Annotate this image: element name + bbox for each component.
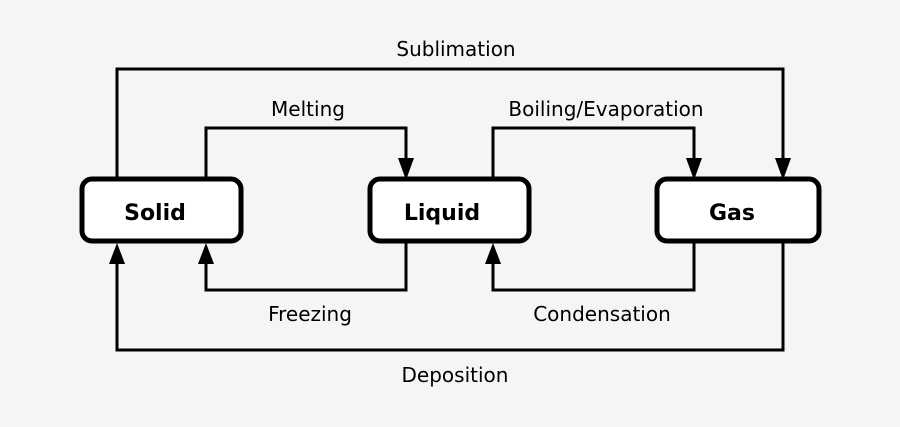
boiling-label: Boiling/Evaporation: [508, 97, 703, 121]
condensation-arrow: [485, 243, 696, 292]
solid-state: Solid: [79, 176, 244, 244]
solid-label: Solid: [124, 201, 186, 226]
deposition-arrow: [109, 243, 785, 352]
gas-state: Gas: [654, 176, 822, 244]
condensation-label: Condensation: [533, 302, 671, 326]
sublimation-label: Sublimation: [396, 37, 515, 61]
freezing-arrow: [198, 243, 408, 292]
melting-arrow: [204, 126, 414, 180]
sublimation-arrow: [115, 67, 791, 180]
freezing-label: Freezing: [268, 302, 352, 326]
liquid-label: Liquid: [404, 201, 480, 226]
liquid-state: Liquid: [367, 176, 532, 244]
gas-label: Gas: [709, 201, 755, 226]
melting-label: Melting: [271, 97, 345, 121]
deposition-label: Deposition: [402, 363, 509, 387]
boiling-arrow: [491, 126, 702, 180]
